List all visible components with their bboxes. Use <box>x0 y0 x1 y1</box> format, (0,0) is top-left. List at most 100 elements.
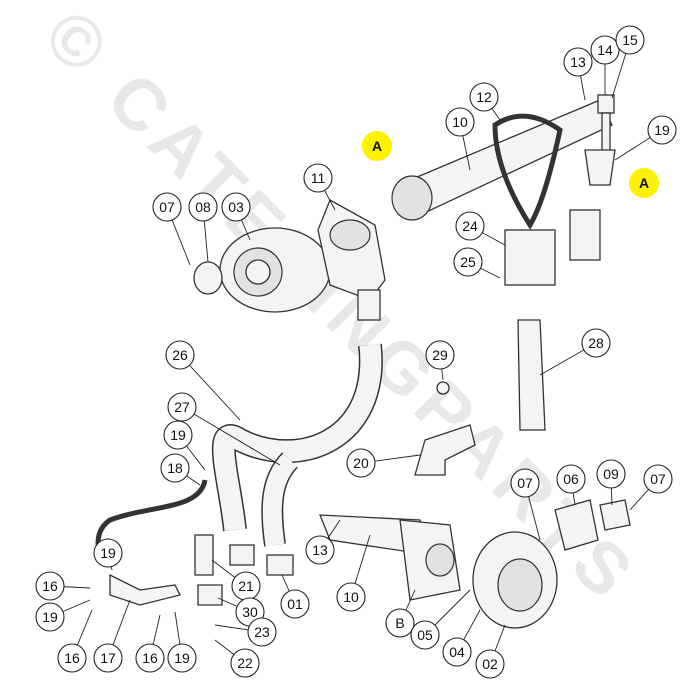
hose-27 <box>262 453 298 547</box>
callout-circle <box>442 637 472 667</box>
callout-label: 11 <box>303 163 333 193</box>
callout-label: 28 <box>581 328 611 358</box>
callout-label: 07 <box>643 464 673 494</box>
callout-number: 14 <box>597 42 613 58</box>
callout-number: 13 <box>312 542 328 558</box>
fan-motor-03 <box>193 227 331 313</box>
callout-number: 20 <box>353 455 369 471</box>
callout-number: 16 <box>64 650 80 666</box>
callout-label: 02 <box>475 649 505 679</box>
callout-circle <box>346 448 376 478</box>
callout-label: 24 <box>455 211 485 241</box>
callout-circle <box>35 602 65 632</box>
callout-label: 19 <box>647 115 677 145</box>
callout-number: 19 <box>170 427 186 443</box>
callout-label: 22 <box>230 648 260 678</box>
callout-label: 16 <box>57 643 87 673</box>
callout-circle <box>167 392 197 422</box>
callout-circle <box>336 582 366 612</box>
callout-label: 05 <box>410 620 440 650</box>
callout-label: 06 <box>556 464 586 494</box>
callout-number: 22 <box>237 655 253 671</box>
callout-number: 01 <box>287 596 303 612</box>
bracket-21 <box>194 534 214 576</box>
callout-circle <box>563 47 593 77</box>
callout-number: 07 <box>517 475 533 491</box>
callout-circle <box>221 192 251 222</box>
callout-circle <box>93 538 123 568</box>
marker-circle <box>629 168 659 198</box>
callout-label: 18 <box>160 453 190 483</box>
callout-circle <box>445 107 475 137</box>
marker-letter: A <box>639 175 649 191</box>
callout-circle <box>167 643 197 673</box>
callout-circle <box>615 25 645 55</box>
callout-number: 19 <box>174 650 190 666</box>
callout-number: 16 <box>142 650 158 666</box>
callout-circle <box>469 82 499 112</box>
callout-number: 05 <box>417 627 433 643</box>
callout-label: 08 <box>188 192 218 222</box>
callout-number: 08 <box>195 199 211 215</box>
callout-circle <box>305 535 335 565</box>
callout-number: 25 <box>460 254 476 270</box>
callout-circle <box>188 192 218 222</box>
callout-label: 09 <box>596 459 626 489</box>
marker-a: A <box>362 131 392 161</box>
callout-label: 20 <box>346 448 376 478</box>
fitting-30 <box>197 584 223 606</box>
callout-number: 19 <box>654 122 670 138</box>
callout-circle <box>303 163 333 193</box>
callout-circle <box>163 420 193 450</box>
callout-number: 07 <box>650 471 666 487</box>
marker-letter: A <box>372 138 382 154</box>
callout-label: 10 <box>445 107 475 137</box>
pipe-28 <box>517 319 546 431</box>
callout-circle <box>581 328 611 358</box>
callout-label: B <box>385 608 415 638</box>
gasket-12 <box>492 113 563 230</box>
callout-label: 07 <box>152 192 182 222</box>
callout-label: 15 <box>615 25 645 55</box>
callout-label: 14 <box>590 35 620 65</box>
callout-circle <box>453 247 483 277</box>
callout-label: 04 <box>442 637 472 667</box>
callout-number: 19 <box>42 609 58 625</box>
callout-number: 10 <box>452 114 468 130</box>
callout-number: 06 <box>563 471 579 487</box>
marker-a: A <box>629 168 659 198</box>
callout-number: 03 <box>228 199 244 215</box>
callout-number: 19 <box>100 545 116 561</box>
coupler <box>229 544 255 566</box>
callout-circle <box>425 340 455 370</box>
callout-number: 24 <box>462 218 478 234</box>
callout-label: 01 <box>280 589 310 619</box>
callout-label: 16 <box>35 571 65 601</box>
callout-label: 25 <box>453 247 483 277</box>
gasket-09 <box>599 499 631 531</box>
callout-circle <box>230 648 260 678</box>
callout-number: 29 <box>432 347 448 363</box>
callout-label: 17 <box>93 643 123 673</box>
callout-number: 16 <box>42 578 58 594</box>
callout-circle <box>93 643 123 673</box>
callout-circle <box>643 464 673 494</box>
callout-circle <box>152 192 182 222</box>
callout-circle <box>247 617 277 647</box>
callout-number: 04 <box>449 644 465 660</box>
callout-circle <box>410 620 440 650</box>
callout-number: 11 <box>311 170 326 186</box>
duct-11 <box>317 199 386 321</box>
ring-29 <box>436 381 450 395</box>
callout-circle <box>280 589 310 619</box>
callout-label: 19 <box>167 643 197 673</box>
callout-circle <box>590 35 620 65</box>
callout-label: 29 <box>425 340 455 370</box>
callout-circle <box>57 643 87 673</box>
bracket-14 <box>584 94 616 186</box>
callout-label: 26 <box>165 340 195 370</box>
callout-circle <box>647 115 677 145</box>
callout-number: 28 <box>588 335 604 351</box>
callout-label: 19 <box>93 538 123 568</box>
